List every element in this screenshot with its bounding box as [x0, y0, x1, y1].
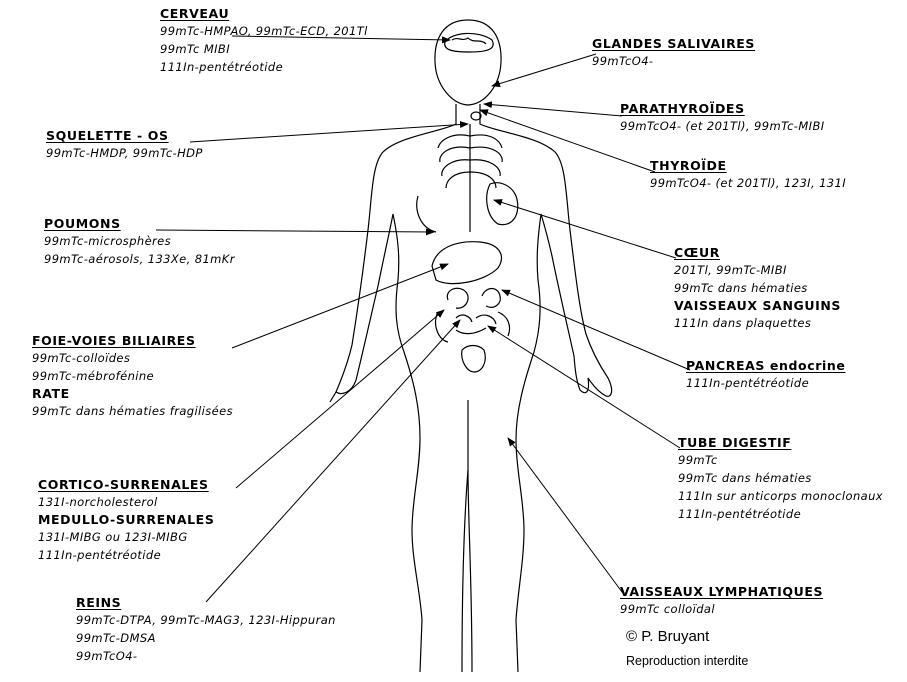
tube-title: TUBE DIGESTIF [678, 435, 883, 451]
cortico-title: CORTICO-SURRENALES [38, 477, 214, 493]
tube-line: 99mTc [678, 451, 883, 469]
tube-line: 99mTc dans hématies [678, 469, 883, 487]
vaisseaux-sanguins-line: 111In dans plaquettes [674, 314, 841, 332]
label-foie: FOIE-VOIES BILIAIRES 99mTc-colloïdes 99m… [32, 333, 233, 420]
glandes-title: GLANDES SALIVAIRES [592, 36, 755, 52]
cortico-line: 131I-norcholesterol [38, 493, 214, 511]
pancreas-line: 111In-pentétréotide [686, 374, 845, 392]
coeur-line: 201Tl, 99mTc-MIBI [674, 261, 841, 279]
cerveau-title: CERVEAU [160, 6, 368, 22]
rate-line: 99mTc dans hématies fragilisées [32, 402, 233, 420]
reins-line: 99mTc-DTPA, 99mTc-MAG3, 123I-Hippuran [76, 611, 336, 629]
poumons-line: 99mTc-microsphères [44, 232, 235, 250]
copyright-text: © P. Bruyant [626, 628, 709, 645]
label-squelette: SQUELETTE - OS 99mTc-HMDP, 99mTc-HDP [46, 128, 203, 162]
thyroide-line: 99mTcO4- (et 201Tl), 123I, 131I [650, 174, 846, 192]
body-outline [330, 20, 612, 672]
label-vaisseaux-lymphatiques: VAISSEAUX LYMPHATIQUES 99mTc colloïdal [620, 584, 823, 618]
glandes-line: 99mTcO4- [592, 52, 755, 70]
tube-line: 111In-pentétréotide [678, 505, 883, 523]
squelette-line: 99mTc-HMDP, 99mTc-HDP [46, 144, 203, 162]
medullo-line: 131I-MIBG ou 123I-MIBG [38, 528, 214, 546]
reins-line: 99mTc-DMSA [76, 629, 336, 647]
label-poumons: POUMONS 99mTc-microsphères 99mTc-aérosol… [44, 216, 235, 268]
label-glandes-salivaires: GLANDES SALIVAIRES 99mTcO4- [592, 36, 755, 70]
cerveau-line: 111In-pentétréotide [160, 58, 368, 76]
reins-title: REINS [76, 595, 336, 611]
cerveau-line: 99mTc-HMPAO, 99mTc-ECD, 201Tl [160, 22, 368, 40]
medullo-title: MEDULLO-SURRENALES [38, 511, 214, 528]
label-reins: REINS 99mTc-DTPA, 99mTc-MAG3, 123I-Hippu… [76, 595, 336, 665]
label-coeur: CŒUR 201Tl, 99mTc-MIBI 99mTc dans hémati… [674, 245, 841, 332]
cerveau-line: 99mTc MIBI [160, 40, 368, 58]
poumons-line: 99mTc-aérosols, 133Xe, 81mKr [44, 250, 235, 268]
foie-line: 99mTc-mébrofénine [32, 367, 233, 385]
vaisseaux-sanguins-title: VAISSEAUX SANGUINS [674, 297, 841, 314]
coeur-title: CŒUR [674, 245, 841, 261]
pancreas-title: PANCREAS endocrine [686, 358, 845, 374]
label-parathyroides: PARATHYROÏDES 99mTcO4- (et 201Tl), 99mTc… [620, 101, 825, 135]
medullo-line: 111In-pentétréotide [38, 546, 214, 564]
foie-title: FOIE-VOIES BILIAIRES [32, 333, 233, 349]
reproduction-notice: Reproduction interdite [626, 654, 748, 668]
label-pancreas: PANCREAS endocrine 111In-pentétréotide [686, 358, 845, 392]
label-cerveau: CERVEAU 99mTc-HMPAO, 99mTc-ECD, 201Tl 99… [160, 6, 368, 76]
poumons-title: POUMONS [44, 216, 235, 232]
pointer-lines [156, 36, 690, 602]
reins-line: 99mTcO4- [76, 647, 336, 665]
thyroide-title: THYROÏDE [650, 158, 846, 174]
vaisseaux-line: 99mTc colloïdal [620, 600, 823, 618]
tube-line: 111In sur anticorps monoclonaux [678, 487, 883, 505]
coeur-line: 99mTc dans hématies [674, 279, 841, 297]
parathyroides-line: 99mTcO4- (et 201Tl), 99mTc-MIBI [620, 117, 825, 135]
label-tube-digestif: TUBE DIGESTIF 99mTc 99mTc dans hématies … [678, 435, 883, 523]
vaisseaux-title: VAISSEAUX LYMPHATIQUES [620, 584, 823, 600]
label-cortico: CORTICO-SURRENALES 131I-norcholesterol M… [38, 477, 214, 564]
label-thyroide: THYROÏDE 99mTcO4- (et 201Tl), 123I, 131I [650, 158, 846, 192]
squelette-title: SQUELETTE - OS [46, 128, 203, 144]
foie-line: 99mTc-colloïdes [32, 349, 233, 367]
rate-title: RATE [32, 385, 233, 402]
parathyroides-title: PARATHYROÏDES [620, 101, 825, 117]
